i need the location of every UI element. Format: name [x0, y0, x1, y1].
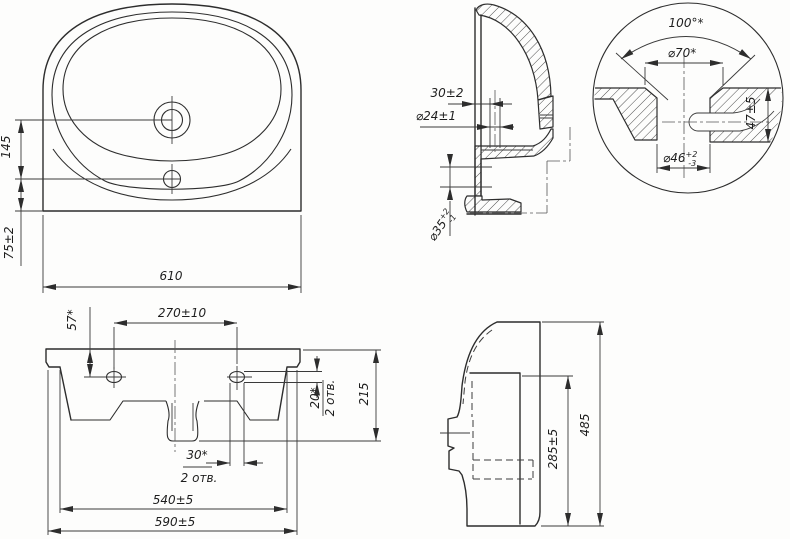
side-view: 285±5 485	[440, 321, 604, 527]
svg-text:2 отв.: 2 отв.	[323, 380, 337, 417]
front-apron-curve	[52, 148, 292, 201]
dim-d35: ⌀35+2-1	[424, 207, 458, 245]
dim-540: 540±5	[153, 493, 194, 507]
section-back-wall	[475, 3, 552, 101]
dim-30-qty: 2 отв.	[181, 471, 218, 485]
detail-left-wall	[594, 87, 658, 141]
front-basin-edge	[62, 17, 282, 162]
front-rim-edge	[51, 11, 293, 190]
section-deck	[480, 128, 554, 160]
section-foot	[464, 195, 522, 213]
dim-215: 215	[357, 383, 371, 406]
section-rim-flange	[537, 95, 554, 130]
side-outline	[447, 321, 541, 527]
dim-285: 285±5	[546, 429, 560, 470]
dim-20-fraction: 20* 2 отв.	[308, 380, 337, 417]
dim-610: 610	[160, 269, 183, 283]
dim-30: 30*	[186, 448, 207, 462]
dim-30-2: 30±2	[431, 86, 464, 100]
dim-d70: ⌀70*	[668, 46, 697, 60]
plan-view: 57* 270±10 20* 2 отв. 215 30* 2 отв. 540…	[45, 306, 381, 535]
dim-100deg: 100°*	[669, 16, 704, 30]
section-front-wall	[474, 145, 482, 197]
dim-75: 75±2	[2, 227, 16, 260]
detail-centerlines	[662, 55, 772, 178]
svg-text:20*: 20*	[308, 387, 322, 408]
dim-270: 270±10	[158, 306, 207, 320]
dim-145: 145	[0, 136, 13, 159]
side-hidden-lines	[462, 329, 534, 480]
section-phantom-outline	[470, 127, 571, 214]
front-view: 145 75±2 610	[0, 3, 302, 293]
detail-boundary-circle	[592, 2, 784, 194]
detail-view: 100°* ⌀70* 47±5 ⌀46+2-3	[592, 2, 784, 194]
dim-d46: ⌀46+2-3	[663, 150, 697, 168]
dim-57: 57*	[65, 309, 79, 330]
section-view: 30±2 ⌀24±1 ⌀35+2-1	[416, 3, 571, 245]
dim-485: 485	[578, 414, 592, 437]
plan-basin-floor	[71, 400, 278, 421]
svg-text:⌀35+2-1: ⌀35+2-1	[424, 207, 458, 245]
dim-590: 590±5	[155, 515, 196, 529]
plan-outline	[45, 348, 301, 421]
dim-47: 47±5	[744, 97, 758, 130]
dim-d24: ⌀24±1	[416, 109, 456, 123]
front-outer-body	[42, 3, 302, 212]
plan-drain-sump	[165, 400, 200, 442]
side-inner-edges	[469, 372, 521, 525]
